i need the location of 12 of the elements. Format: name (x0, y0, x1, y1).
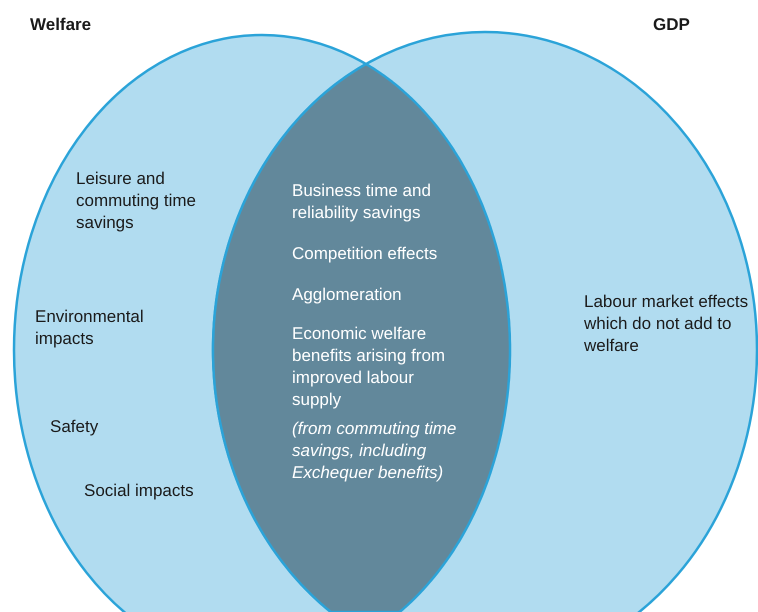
item-text: Business time and reliability savings (292, 180, 432, 224)
note-text: (from commuting time savings, including Exchequer benefits) (292, 418, 458, 484)
item-text: Agglomeration (292, 284, 403, 306)
heading: GDP (653, 14, 691, 36)
item-text: Environmental impacts (35, 306, 145, 350)
item-text: Leisure and commuting time savings (76, 168, 197, 234)
heading: Welfare (30, 14, 92, 36)
item-text: Labour market effects which do not add to welfare (584, 291, 750, 357)
item-text: Economic welfare benefits arising from improved labour supply (292, 323, 446, 411)
item-text: Safety (50, 416, 100, 438)
item-text: Social impacts (84, 480, 195, 502)
item-text: Competition effects (292, 243, 438, 265)
